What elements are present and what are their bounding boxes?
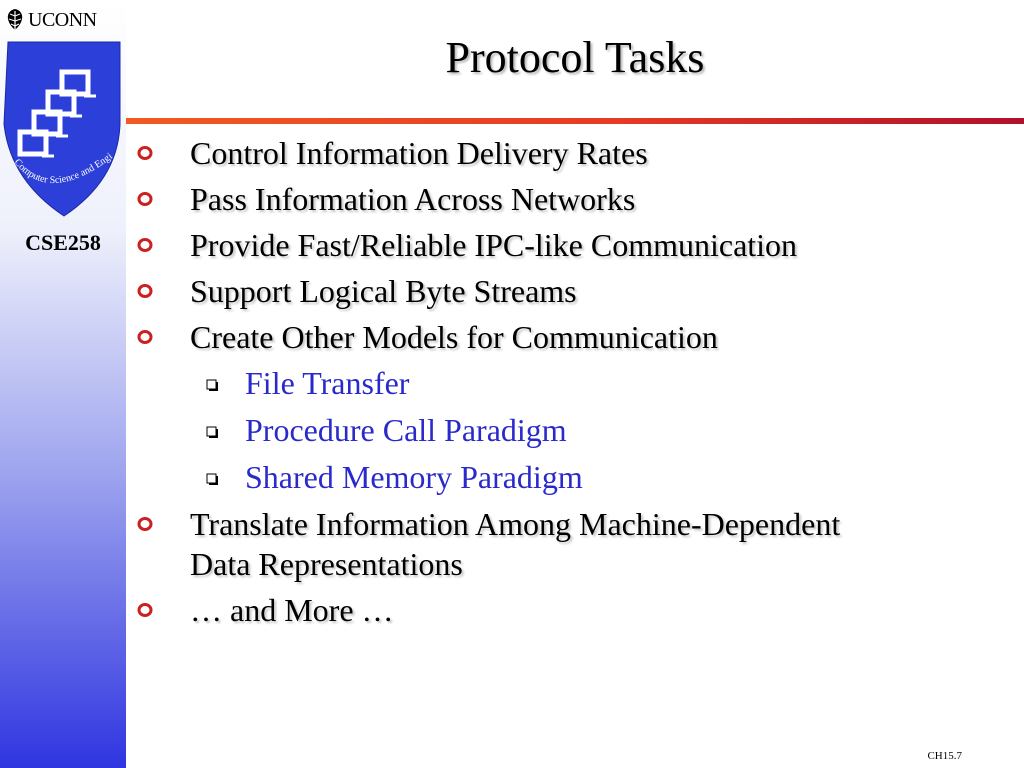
- circle-bullet-icon: [137, 284, 153, 298]
- bullet-item: Translate Information Among Machine-Depe…: [132, 504, 1012, 584]
- sub-bullet-item: Shared Memory Paradigm: [132, 457, 1012, 497]
- square-bullet-icon: [206, 426, 218, 438]
- department-logo: Computer Science and Engineering: [0, 40, 121, 217]
- circle-bullet-icon: [137, 238, 153, 252]
- sub-bullet-item: Procedure Call Paradigm: [132, 410, 1012, 450]
- sub-bullet-text: Shared Memory Paradigm: [245, 459, 583, 495]
- bullet-text-line1: Translate Information Among Machine-Depe…: [190, 506, 841, 542]
- page-number: CH15.7: [927, 750, 962, 762]
- bullet-text: Control Information Delivery Rates: [190, 135, 648, 171]
- bullet-item: Control Information Delivery Rates: [132, 133, 1012, 173]
- bullet-item: Pass Information Across Networks: [132, 179, 1012, 219]
- university-name: UCONN: [28, 8, 97, 31]
- bullet-text: Pass Information Across Networks: [190, 181, 636, 217]
- circle-bullet-icon: [137, 146, 153, 160]
- bullet-item: Provide Fast/Reliable IPC-like Communica…: [132, 225, 1012, 265]
- bullet-text: Support Logical Byte Streams: [190, 273, 577, 309]
- bullet-list: Control Information Delivery Rates Pass …: [132, 133, 1012, 636]
- bullet-item: Support Logical Byte Streams: [132, 271, 1012, 311]
- bullet-text: Create Other Models for Communication: [190, 319, 718, 355]
- square-bullet-icon: [206, 379, 218, 391]
- circle-bullet-icon: [137, 517, 153, 531]
- uconn-brand: UCONN: [4, 6, 97, 34]
- slide-title: Protocol Tasks: [445, 33, 705, 82]
- sidebar: UCONN Computer Science and Engineering C…: [0, 0, 126, 768]
- bullet-item: … and More …: [132, 590, 1012, 630]
- bullet-text-line2: Data Representations: [190, 546, 463, 582]
- oak-leaf-icon: [7, 9, 23, 32]
- square-bullet-icon: [206, 473, 218, 485]
- circle-bullet-icon: [137, 192, 153, 206]
- sub-bullet-text: Procedure Call Paradigm: [245, 412, 567, 448]
- bullet-text: … and More …: [190, 592, 394, 628]
- bullet-item: Create Other Models for Communication: [132, 317, 1012, 357]
- sub-bullet-text: File Transfer: [245, 365, 410, 401]
- bullet-text: Provide Fast/Reliable IPC-like Communica…: [190, 227, 798, 263]
- title-underline: [126, 118, 1024, 124]
- sub-bullet-item: File Transfer: [132, 363, 1012, 403]
- course-code: CSE258: [25, 230, 101, 255]
- circle-bullet-icon: [137, 330, 153, 344]
- circle-bullet-icon: [137, 603, 153, 617]
